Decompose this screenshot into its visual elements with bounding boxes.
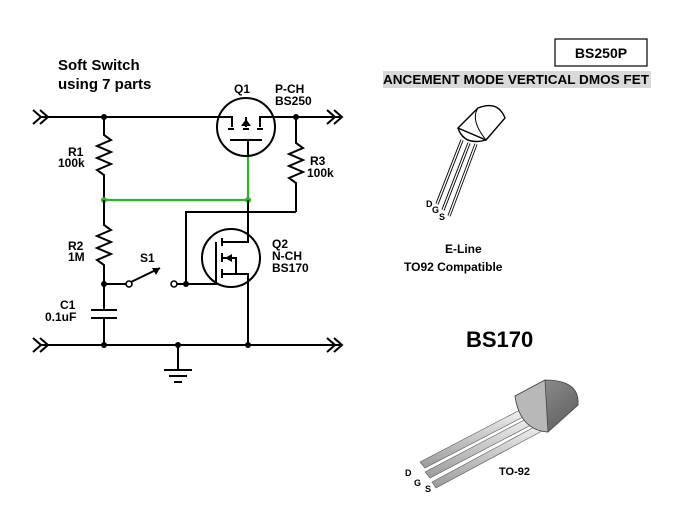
r3-value: 100k [307, 166, 334, 180]
c1-value: 0.1uF [45, 310, 76, 324]
circuit-title-line1: Soft Switch [58, 57, 140, 74]
bs250p-package-line1: E-Line [445, 242, 482, 256]
switch-s1 [104, 267, 196, 288]
q1-ref: Q1 [234, 82, 250, 96]
junction-dot-c1-bottom [101, 342, 107, 348]
q2-ref: Q2 [272, 237, 288, 251]
r2-ref: R2 [68, 239, 84, 253]
bs250p-subtitle-bar [383, 71, 651, 88]
q1-type: P-CH [275, 82, 304, 96]
bs250p-package-line2: TO92 Compatible [404, 260, 503, 274]
bs170-package: TO-92 [499, 466, 530, 478]
r1-value: 100k [58, 156, 85, 170]
mosfet-q1 [216, 97, 276, 157]
bs170-pin-s: S [425, 484, 431, 494]
junction-dot-q2-source [245, 342, 251, 348]
bs250p-pin-d: D [426, 199, 433, 209]
r2-value: 1M [68, 250, 85, 264]
q1-part: BS250 [275, 94, 312, 108]
bs170-pin-g: G [414, 478, 421, 488]
bs250p-package-icon [435, 104, 506, 217]
mosfet-q2 [196, 200, 261, 345]
s1-ref: S1 [140, 251, 155, 265]
c1-ref: C1 [60, 298, 76, 312]
bs250p-pin-g: G [432, 205, 439, 215]
bs250p-pin-s: S [439, 212, 445, 222]
ground-icon [164, 342, 192, 383]
junction-dot-r1-top [101, 114, 107, 120]
bs170-pin-d: D [405, 468, 412, 478]
resistor-r3 [185, 117, 306, 284]
bs250p-subtitle: ANCEMENT MODE VERTICAL DMOS FET [383, 73, 649, 87]
q2-type: N-CH [272, 249, 302, 263]
bs170-title: BS170 [466, 327, 533, 352]
resistor-r1 [94, 117, 114, 200]
q2-part: BS170 [272, 261, 309, 275]
resistor-r2 [94, 200, 114, 284]
bs250p-title: BS250P [575, 45, 627, 61]
r1-ref: R1 [68, 145, 84, 159]
bs250p-title-box [554, 38, 648, 67]
circuit-title-line2: using 7 parts [58, 76, 151, 93]
r3-ref: R3 [310, 154, 326, 168]
capacitor-c1 [91, 284, 117, 345]
junction-dot-q2-gate [183, 281, 189, 287]
bs170-package-icon [419, 379, 579, 489]
